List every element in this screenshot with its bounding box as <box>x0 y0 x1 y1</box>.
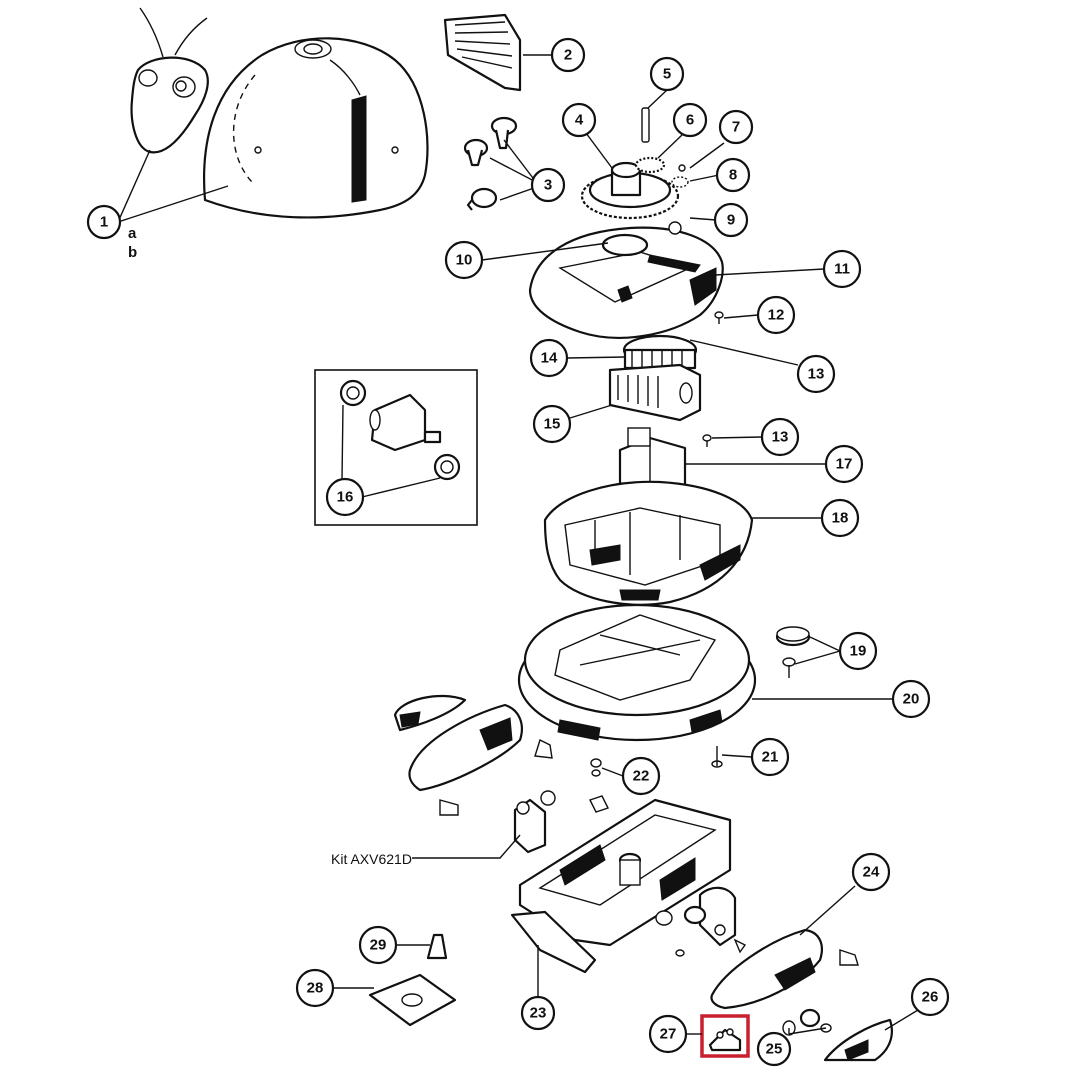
callout-13-upper: 13 <box>796 354 836 394</box>
callout-21: 21 <box>750 737 790 777</box>
part-28-pad <box>368 973 457 1027</box>
part-22-screw <box>590 758 602 777</box>
callout-24: 24 <box>851 852 891 892</box>
left-wheel-assembly <box>393 694 553 816</box>
svg-text:28: 28 <box>307 980 324 997</box>
svg-text:29: 29 <box>370 937 387 954</box>
callout-26: 26 <box>910 977 950 1017</box>
svg-text:2: 2 <box>564 47 572 64</box>
callout-19: 19 <box>838 631 878 671</box>
svg-text:11: 11 <box>834 261 850 278</box>
callout-12: 12 <box>756 295 796 335</box>
callout-6: 6 <box>672 102 708 138</box>
part-24-wheel-cover <box>710 928 859 1010</box>
callout-9: 9 <box>713 202 749 238</box>
callout-13-lower: 13 <box>760 417 800 457</box>
svg-text:19: 19 <box>850 643 867 660</box>
svg-text:6: 6 <box>686 112 694 129</box>
callout-2: 2 <box>550 37 586 73</box>
svg-text:27: 27 <box>660 1026 677 1043</box>
callout-11: 11 <box>822 249 862 289</box>
svg-text:26: 26 <box>922 989 939 1006</box>
part-29-small-clip <box>426 933 448 960</box>
svg-text:8: 8 <box>729 167 737 184</box>
svg-text:21: 21 <box>762 749 779 766</box>
part-26-end-cap <box>823 1018 893 1062</box>
callout-14: 14 <box>529 338 569 378</box>
part-23-scraper <box>510 910 597 974</box>
callout-3: 3 <box>530 167 566 203</box>
svg-text:25: 25 <box>766 1041 783 1058</box>
svg-text:23: 23 <box>530 1005 547 1022</box>
part-3-pins <box>463 116 518 211</box>
svg-text:24: 24 <box>863 864 880 881</box>
kit-axv621d-bracket <box>513 790 609 854</box>
part-27-clip <box>700 1014 750 1058</box>
part-11-top-housing <box>528 221 724 339</box>
part-2-grille <box>443 13 522 92</box>
callout-1: 1 <box>86 204 122 240</box>
svg-text:22: 22 <box>633 768 650 785</box>
part-12-screw <box>714 311 724 324</box>
svg-text:5: 5 <box>663 66 671 83</box>
callout-7: 7 <box>718 109 754 145</box>
svg-text:13: 13 <box>772 429 789 446</box>
part-1b-dome-shell <box>203 37 429 219</box>
part-4-6-gear-stack <box>580 156 689 220</box>
callout-22: 22 <box>621 756 661 796</box>
svg-text:18: 18 <box>832 510 849 527</box>
part-1a-nose <box>130 7 209 154</box>
callout-23: 23 <box>520 995 556 1031</box>
svg-text:9: 9 <box>727 212 735 229</box>
callout-8: 8 <box>715 157 751 193</box>
part-19-plug-screw <box>775 626 811 678</box>
variant-b-label: b <box>128 244 137 261</box>
callout-18: 18 <box>820 498 860 538</box>
callout-16: 16 <box>325 477 365 517</box>
part-5-shaft-pin <box>641 107 650 143</box>
svg-text:14: 14 <box>541 350 558 367</box>
chassis-tray <box>518 798 732 947</box>
callout-5: 5 <box>649 56 685 92</box>
part-27-highlight-box <box>700 1014 750 1058</box>
part-16-inset <box>314 369 478 526</box>
part-21-screw <box>711 746 723 768</box>
svg-text:16: 16 <box>337 489 354 506</box>
svg-text:1: 1 <box>100 214 108 231</box>
callout-27: 27 <box>648 1014 688 1054</box>
callout-25: 25 <box>756 1031 792 1067</box>
callout-29: 29 <box>358 925 398 965</box>
callout-10: 10 <box>444 240 484 280</box>
variant-a-label: a <box>128 225 137 242</box>
leader-lines <box>117 54 919 1035</box>
part-20-base-plate <box>517 603 757 742</box>
callout-28: 28 <box>295 968 335 1008</box>
svg-text:7: 7 <box>732 119 740 136</box>
kit-label: Kit AXV621D <box>331 851 412 867</box>
right-side-bracket <box>675 886 747 957</box>
part-18-body-housing <box>543 480 754 606</box>
callout-15: 15 <box>532 404 572 444</box>
svg-text:15: 15 <box>544 416 561 433</box>
callout-17: 17 <box>824 444 864 484</box>
svg-text:13: 13 <box>808 366 825 383</box>
callout-4: 4 <box>561 102 597 138</box>
svg-text:4: 4 <box>575 112 584 129</box>
svg-text:12: 12 <box>768 307 785 324</box>
svg-text:3: 3 <box>544 177 552 194</box>
callout-20: 20 <box>891 679 931 719</box>
part-15-motor-assembly <box>608 334 702 422</box>
svg-text:10: 10 <box>456 252 473 269</box>
part-13-screw <box>702 434 712 447</box>
svg-text:20: 20 <box>903 691 920 708</box>
svg-text:17: 17 <box>836 456 853 473</box>
